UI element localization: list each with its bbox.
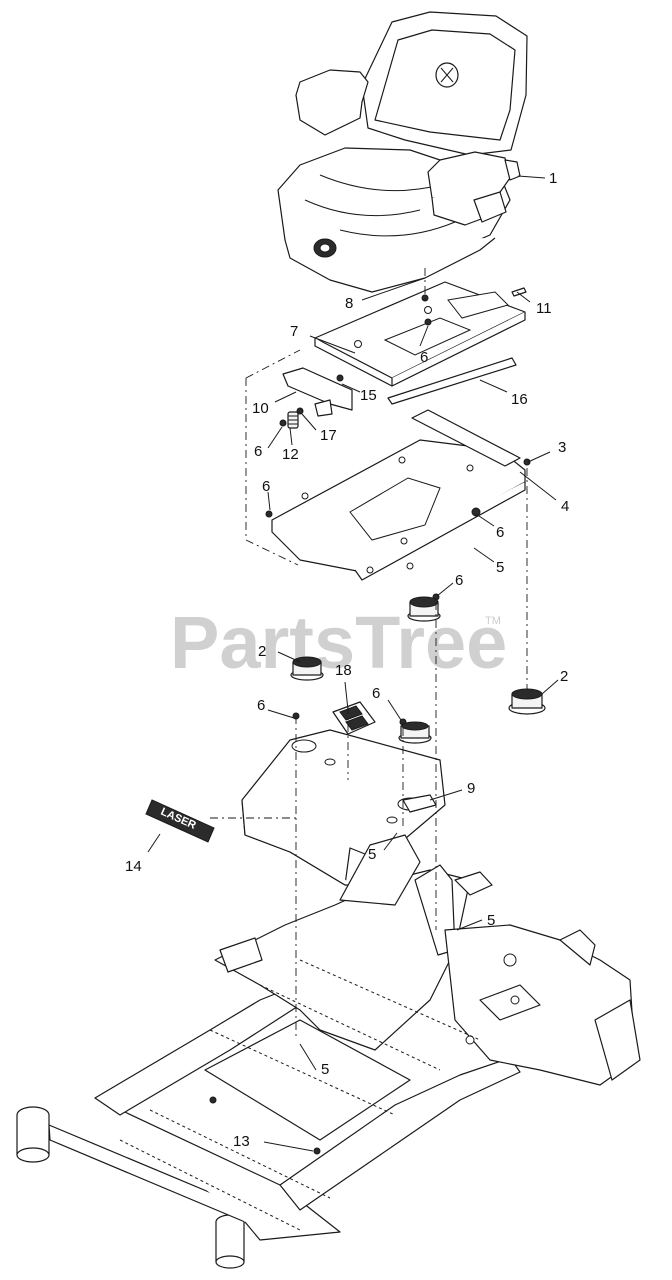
callout-6-mid: 6 [257, 697, 265, 714]
callout-12: 12 [282, 446, 299, 463]
callout-2-left: 2 [258, 643, 266, 660]
nut-17 [296, 407, 304, 415]
callout-17: 17 [320, 427, 337, 444]
callout-6-right: 6 [372, 685, 380, 702]
callout-labels: 1 2 2 3 4 5 5 5 5 6 6 6 6 6 6 6 7 8 9 10… [125, 170, 569, 1150]
callout-2-right: 2 [560, 668, 568, 685]
callout-7: 7 [290, 323, 298, 340]
seat-part-1[interactable] [277, 11, 528, 293]
nut-6-left [265, 510, 273, 518]
callout-9: 9 [467, 780, 475, 797]
callout-13: 13 [233, 1133, 250, 1150]
nut-6 [279, 419, 287, 427]
callout-6-isolator: 6 [455, 572, 463, 589]
laser-decal-part-14[interactable]: LASER [145, 799, 215, 843]
isolator-part-2-upper[interactable] [407, 596, 441, 622]
mount-plate-part-4[interactable] [271, 409, 526, 581]
decal-part-18[interactable] [332, 701, 376, 735]
nut-6-plate [424, 318, 432, 326]
spring-part-12[interactable] [287, 411, 299, 429]
nut-3 [523, 458, 531, 466]
callout-1: 1 [549, 170, 557, 187]
callout-5-pan: 5 [368, 846, 376, 863]
callout-5-frame: 5 [487, 912, 495, 929]
isolator-part-2-right[interactable] [508, 688, 546, 715]
callout-5-mount: 5 [496, 559, 504, 576]
callout-18: 18 [335, 662, 352, 679]
isolator-part-6-mid[interactable] [398, 721, 432, 744]
watermark-text: PartsTree [170, 601, 507, 684]
callout-11: 11 [536, 300, 552, 317]
callout-6-mount: 6 [496, 524, 504, 541]
bolt-13a [209, 1096, 217, 1104]
tractor-frame[interactable] [16, 834, 641, 1269]
watermark: PartsTree TM [170, 601, 507, 684]
nut-15 [336, 374, 344, 382]
isolator-part-2-left[interactable] [290, 656, 324, 681]
callout-5-lower: 5 [321, 1061, 329, 1078]
bolt-11 [511, 287, 527, 297]
bolt-13b [313, 1147, 321, 1155]
watermark-trademark: TM [485, 615, 501, 627]
callout-10: 10 [252, 400, 269, 417]
callout-4: 4 [561, 498, 569, 515]
callout-6-left: 6 [262, 478, 270, 495]
callout-3: 3 [558, 439, 566, 456]
callout-6-spring: 6 [254, 443, 262, 460]
callout-14: 14 [125, 858, 142, 875]
callout-15: 15 [360, 387, 377, 404]
callout-6-plate: 6 [420, 349, 428, 366]
slide-rail-part-16[interactable] [387, 357, 517, 405]
leader-lines [147, 175, 559, 1152]
callout-8: 8 [345, 295, 353, 312]
bracket-part-10[interactable] [282, 367, 353, 417]
alignment-lines [210, 268, 528, 1040]
seat-plate-part-7[interactable] [314, 281, 526, 387]
callout-16: 16 [511, 391, 528, 408]
